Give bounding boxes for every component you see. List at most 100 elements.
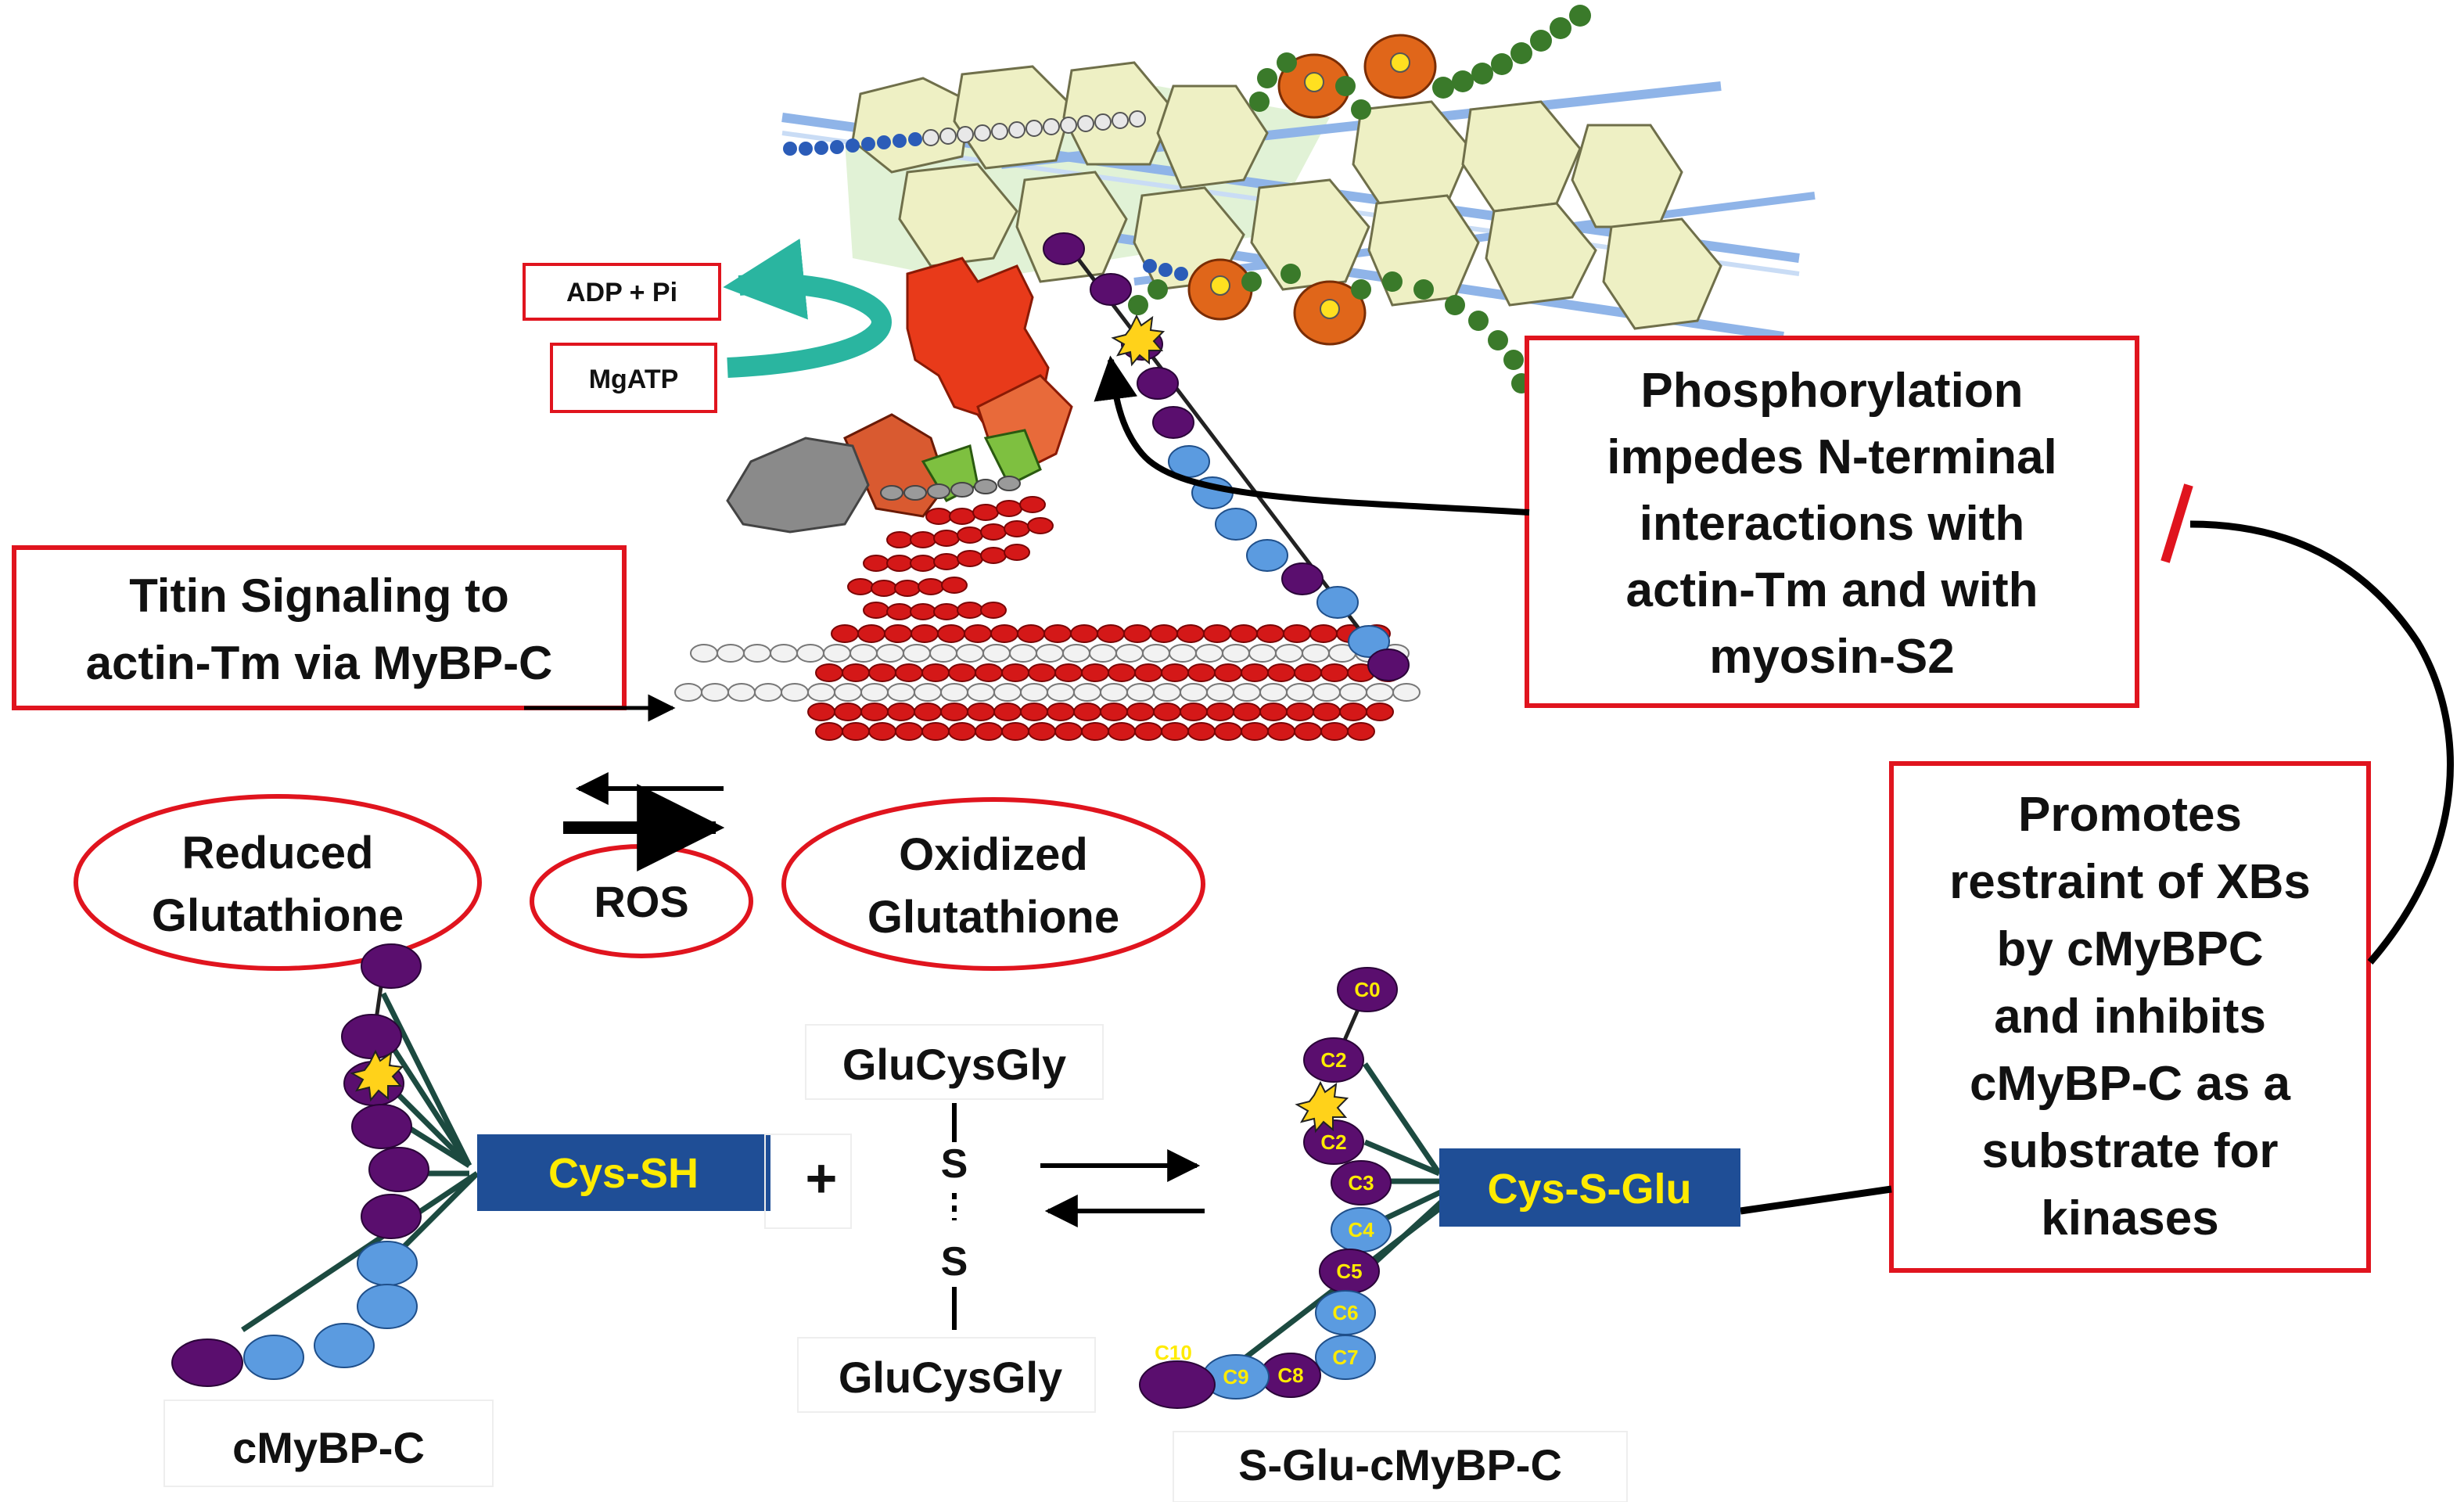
thick-filament-subunit xyxy=(807,683,835,702)
thick-filament-subunit xyxy=(982,644,1011,663)
thick-filament-subunit xyxy=(921,722,950,741)
phosphorylation-box xyxy=(1525,336,2139,708)
promotes-box xyxy=(1889,761,2371,1273)
thick-filament-subunit xyxy=(914,702,942,721)
thick-filament-subunit xyxy=(1017,624,1045,643)
thick-filament-subunit xyxy=(1001,663,1029,682)
thick-filament-subunit xyxy=(1320,663,1349,682)
thick-filament-subunit xyxy=(1259,683,1288,702)
thick-filament-subunit xyxy=(1100,683,1128,702)
sulfur-top-label: S xyxy=(941,1141,968,1187)
domain-c3: C3 xyxy=(1348,1171,1374,1195)
reduced-glutathione-line-2: Glutathione xyxy=(152,890,404,941)
cys-s-glu-label: Cys-S-Glu xyxy=(1487,1166,1691,1213)
thick-filament-subunit xyxy=(807,702,835,721)
phosphorylation-line-4: actin-Tm and with xyxy=(1626,563,2038,617)
thick-filament-subunit xyxy=(1241,663,1269,682)
ros-label: ROS xyxy=(594,877,688,926)
thick-filament-subunit xyxy=(1286,702,1314,721)
thick-filament-subunit xyxy=(964,624,992,643)
thick-filament-subunit xyxy=(717,644,745,663)
cys-s-glu-connector xyxy=(1740,1185,1892,1215)
thick-filament-subunit xyxy=(1100,702,1128,721)
thick-filament-subunit xyxy=(1206,683,1234,702)
thick-filament-subunit xyxy=(868,722,896,741)
thick-filament-subunit xyxy=(1134,663,1162,682)
thick-filament-subunit xyxy=(1180,683,1208,702)
phosphorylation-line-3: interactions with xyxy=(1640,497,2025,551)
domain-c0: C0 xyxy=(1354,978,1380,1001)
thick-filament-subunit xyxy=(1134,722,1162,741)
thick-filament-subunit xyxy=(860,702,889,721)
thick-filament-subunit xyxy=(743,644,771,663)
thick-filament-subunit xyxy=(1054,663,1083,682)
thick-filament-subunit xyxy=(842,722,870,741)
titin-signaling-line-2: actin-Tm via MyBP-C xyxy=(86,637,553,689)
thick-filament-subunit xyxy=(1214,722,1242,741)
thick-filament-subunit xyxy=(929,644,957,663)
promotes-line-6: substrate for xyxy=(1982,1124,2279,1178)
thick-filament-subunit xyxy=(1320,722,1349,741)
thick-filament-subunit xyxy=(1009,644,1037,663)
thick-filament-subunit xyxy=(1123,624,1151,643)
thick-filament-subunit xyxy=(1153,683,1181,702)
thick-filament-subunit xyxy=(1062,644,1090,663)
phosphorylation-line-5: myosin-S2 xyxy=(1709,630,1955,684)
thick-filament-subunit xyxy=(1267,663,1295,682)
thick-filament-subunit xyxy=(815,663,843,682)
thick-filament-subunit xyxy=(1230,624,1258,643)
promotes-line-5: cMyBP-C as a xyxy=(1970,1057,2291,1111)
promotes-line-7: kinases xyxy=(2041,1191,2219,1245)
thick-filament-subunit xyxy=(1081,722,1109,741)
thick-filament-subunit xyxy=(1283,624,1311,643)
thick-filament-subunit xyxy=(1142,644,1170,663)
thick-filament-subunit xyxy=(1294,663,1322,682)
mgatp-label: MgATP xyxy=(589,365,679,394)
thick-filament-subunit xyxy=(1108,663,1136,682)
thick-filament-subunit xyxy=(834,702,862,721)
cmybpc-label: cMyBP-C xyxy=(232,1423,425,1472)
thick-filament-subunit xyxy=(1339,702,1367,721)
thick-filament-subunit xyxy=(1028,722,1056,741)
domain-c5: C5 xyxy=(1336,1259,1362,1283)
thick-filament-subunit xyxy=(911,624,939,643)
adp-pi-label: ADP + Pi xyxy=(566,278,677,307)
thick-filament-subunit xyxy=(975,722,1003,741)
thick-filament-subunit xyxy=(1089,644,1117,663)
thick-filament-subunit xyxy=(674,683,702,702)
thick-filament-subunit xyxy=(842,663,870,682)
thick-filament-subunit xyxy=(956,644,984,663)
sglu-cmybpc-cell xyxy=(1173,1431,1628,1502)
thick-filament-subunit xyxy=(1161,722,1189,741)
thick-filament-subunit xyxy=(1126,702,1155,721)
thick-filament-subunit xyxy=(1176,624,1205,643)
thick-filament-subunit xyxy=(876,644,904,663)
thick-filament-subunit xyxy=(857,624,885,643)
thick-filament-subunit xyxy=(1187,663,1216,682)
thick-filament-subunit xyxy=(940,702,968,721)
thick-filament-subunit xyxy=(940,683,968,702)
glucysgly-bottom-label: GluCysGly xyxy=(839,1353,1062,1402)
thick-filament-subunit xyxy=(1047,683,1075,702)
thick-filament-subunit xyxy=(1366,683,1394,702)
thick-filament-subunit xyxy=(1187,722,1216,741)
thick-filament-subunit xyxy=(1036,644,1064,663)
thick-filament-subunit xyxy=(993,683,1022,702)
thick-filament-subunit xyxy=(1366,702,1394,721)
domain-c7: C7 xyxy=(1332,1346,1358,1369)
thick-filament-subunit xyxy=(727,683,756,702)
thick-filament-subunit xyxy=(1347,722,1375,741)
cys-sh-box xyxy=(477,1134,770,1211)
thick-filament-subunit xyxy=(1233,683,1261,702)
thick-filament-subunit xyxy=(993,702,1022,721)
thick-filament-subunit xyxy=(1097,624,1125,643)
thick-filament-subunit xyxy=(1020,683,1048,702)
thick-filament-subunit xyxy=(1070,624,1098,643)
thick-filament-subunit xyxy=(903,644,931,663)
atp-hydrolysis-arrow xyxy=(723,238,892,378)
thick-filament-subunit xyxy=(1043,624,1072,643)
thick-filament-subunit xyxy=(1275,644,1303,663)
thick-filament-subunit xyxy=(975,663,1003,682)
thick-filament-subunit xyxy=(1259,702,1288,721)
